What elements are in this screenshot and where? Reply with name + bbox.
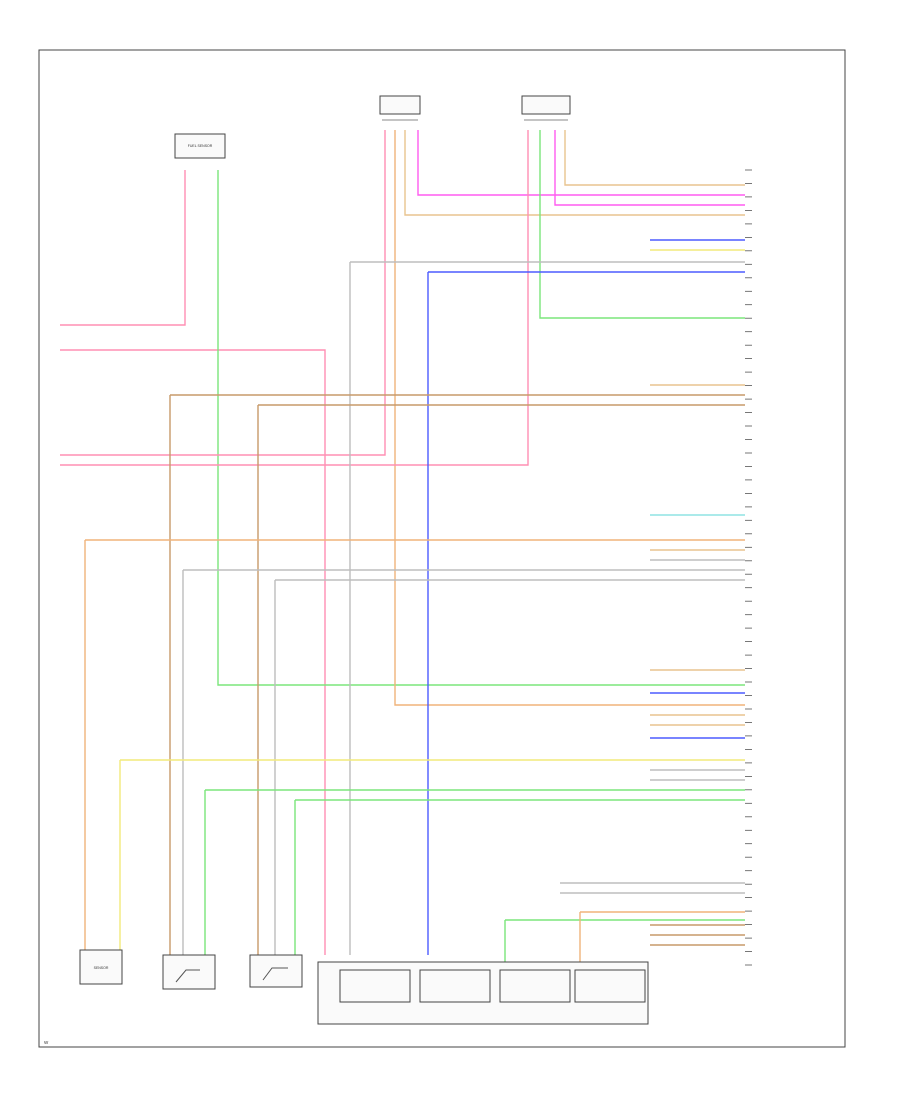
comp-3 <box>249 954 303 988</box>
wire-magenta-5 <box>417 130 745 196</box>
wire-brown-15 <box>257 404 745 955</box>
module-cell-3 <box>499 969 571 1003</box>
wire-pink-2 <box>60 349 326 955</box>
wire-green-10 <box>539 130 745 319</box>
module-cell-4 <box>574 969 646 1003</box>
wire-orange-16 <box>84 539 745 955</box>
wire-layer <box>60 130 745 965</box>
wire-green-20 <box>204 789 745 955</box>
comp-1-label: SENSOR <box>94 966 109 970</box>
module-block <box>317 961 649 1025</box>
top-left-sensor: FUEL SENSOR <box>174 133 226 159</box>
wire-green-21 <box>294 799 745 955</box>
wire-grey-18 <box>274 579 745 955</box>
right-connector <box>745 169 752 966</box>
wire-orange-27 <box>579 911 745 965</box>
wire-green-26 <box>504 919 745 965</box>
wire-yellow-19 <box>119 759 745 955</box>
diagram-frame <box>38 49 846 1048</box>
wire-grey-17 <box>182 569 745 955</box>
wire-green-3 <box>217 170 745 686</box>
wire-grey-12 <box>349 261 745 955</box>
wire-tan-6 <box>404 130 745 216</box>
top-mid-switch <box>379 95 421 121</box>
wire-pink-8 <box>60 130 529 466</box>
wire-brown-14 <box>169 394 745 955</box>
module-cell-2 <box>419 969 491 1003</box>
top-right-switch <box>521 95 571 121</box>
wire-magenta-9 <box>554 130 745 206</box>
wire-tan-11 <box>564 130 745 186</box>
wire-blue-13 <box>427 271 745 955</box>
wire-pink-4 <box>60 130 386 456</box>
wire-pink-1 <box>60 170 186 326</box>
top-left-sensor-label: FUEL SENSOR <box>188 144 213 148</box>
module-cell-1 <box>339 969 411 1003</box>
comp-1: SENSOR <box>79 949 123 985</box>
wire-orange-7 <box>394 130 745 706</box>
page-id: W <box>44 1040 49 1045</box>
comp-2 <box>162 954 216 990</box>
